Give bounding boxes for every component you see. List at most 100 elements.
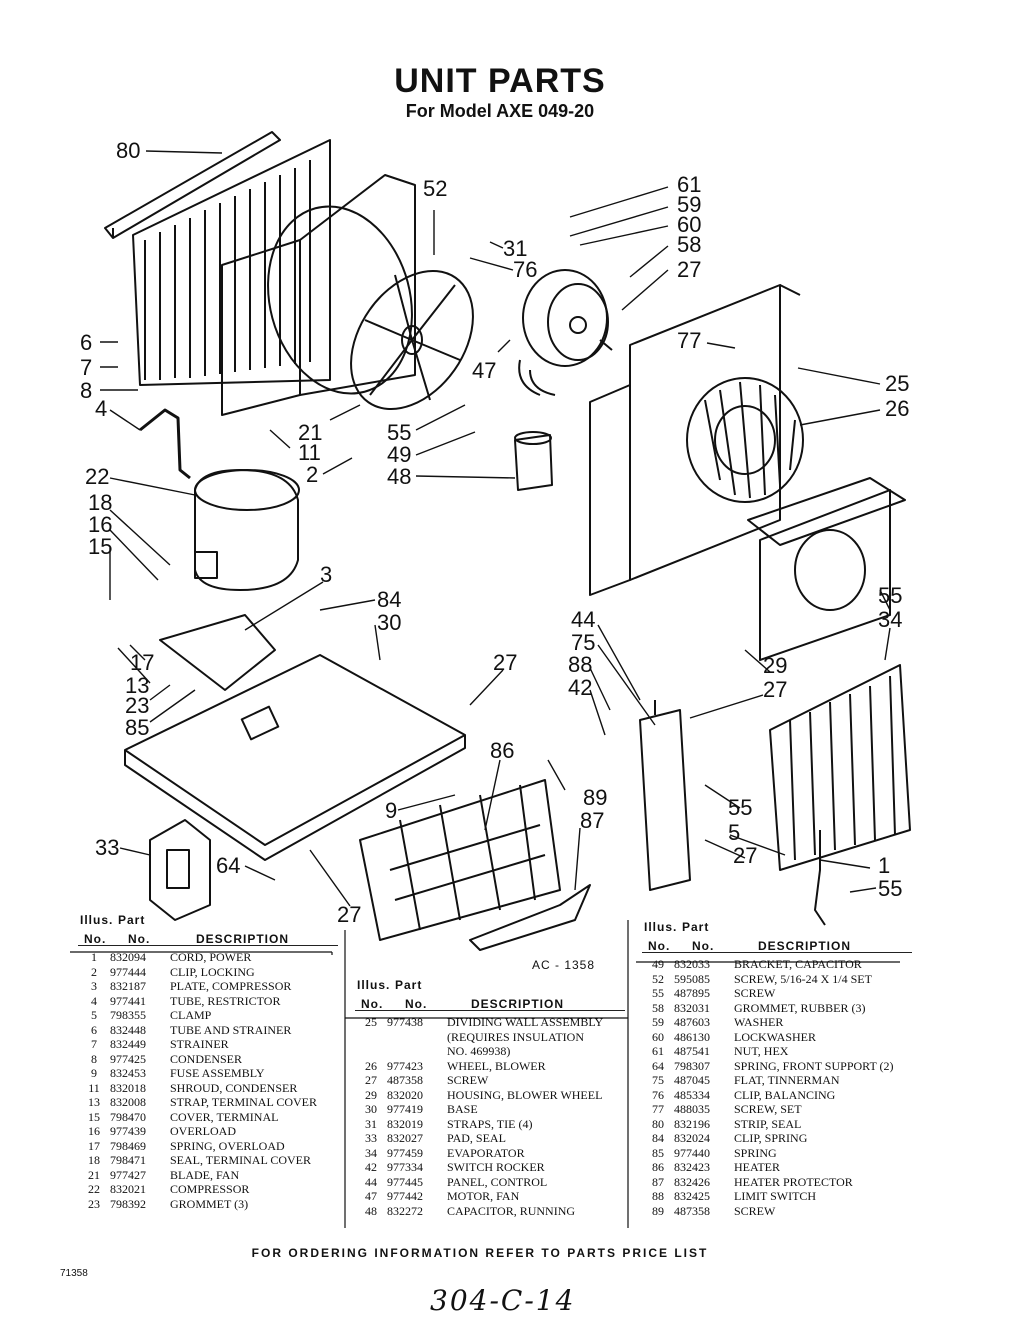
callout-label: 1 <box>878 853 890 878</box>
hdr-part: Part <box>118 913 146 927</box>
illus-no: 49 <box>652 957 664 971</box>
part-no: 488035 <box>674 1102 710 1116</box>
part-no: 798307 <box>674 1058 710 1073</box>
description: CLAMP <box>170 1008 212 1022</box>
part-no: 487045 <box>674 1073 710 1087</box>
description: NO. 469938) <box>447 1044 511 1058</box>
illus-no: 29 <box>365 1087 377 1102</box>
part-no: 832449 <box>110 1037 146 1051</box>
hdr-part: Part <box>682 920 710 934</box>
part-no: 832019 <box>387 1116 423 1131</box>
callout-label: 75 <box>571 630 595 655</box>
callout-label: 27 <box>763 677 787 702</box>
part-no: 977334 <box>387 1160 423 1174</box>
illus-no: 9 <box>91 1066 97 1080</box>
illus-no: 47 <box>365 1189 377 1203</box>
condenser-part <box>132 139 331 386</box>
description: CONDENSER <box>170 1051 243 1066</box>
illus-no: 6 <box>91 1022 97 1037</box>
part-no: 977459 <box>387 1145 423 1160</box>
part-no: 798355 <box>110 1008 146 1022</box>
illus-no: 15 <box>88 1109 100 1124</box>
illus-no: 86 <box>652 1160 664 1174</box>
illus-no: 60 <box>652 1029 664 1044</box>
illus-no: 64 <box>652 1058 664 1073</box>
evaporator-part <box>769 664 911 871</box>
base-part <box>124 654 466 861</box>
part-no: 977425 <box>110 1051 146 1066</box>
illus-no: 61 <box>652 1044 664 1058</box>
part-no: 487358 <box>387 1073 423 1087</box>
callout-label: 16 <box>88 512 112 537</box>
hdr-description: DESCRIPTION <box>471 997 565 1011</box>
illus-no: 27 <box>365 1073 377 1087</box>
illus-no: 89 <box>652 1203 664 1218</box>
description: CLIP, LOCKING <box>170 964 255 979</box>
document-number: 71358 <box>60 1268 88 1279</box>
description: GROMMET, RUBBER (3) <box>734 1000 866 1015</box>
callout-label: 58 <box>677 232 701 257</box>
illus-no: 21 <box>88 1167 100 1182</box>
part-no: 487603 <box>674 1015 710 1029</box>
description: SCREW <box>447 1073 489 1087</box>
callout-label: 30 <box>377 610 401 635</box>
hdr-description: DESCRIPTION <box>196 932 290 946</box>
callout-label: 87 <box>580 808 604 833</box>
description: LIMIT SWITCH <box>734 1189 817 1203</box>
callout-label: 22 <box>85 464 109 489</box>
capacitor-part <box>514 431 553 491</box>
control-panel-part <box>639 700 691 891</box>
description: SPRING, FRONT SUPPORT (2) <box>734 1058 894 1073</box>
callout-label: 7 <box>80 355 92 380</box>
description: COMPRESSOR <box>170 1182 250 1196</box>
callout-label: 86 <box>490 738 514 763</box>
illus-no: 75 <box>652 1073 664 1087</box>
description: MOTOR, FAN <box>447 1189 520 1203</box>
part-no: 832425 <box>674 1189 710 1203</box>
callout-label: 21 <box>298 420 322 445</box>
callout-label: 34 <box>878 607 902 632</box>
diagram-code: AC - 1358 <box>532 958 596 972</box>
illus-no: 42 <box>365 1160 377 1174</box>
callout-label: 27 <box>677 257 701 282</box>
part-no: 977423 <box>387 1058 423 1073</box>
hdr-part: Part <box>395 978 423 992</box>
fan-blade-part <box>350 269 474 411</box>
callout-label: 61 <box>677 172 701 197</box>
part-no: 798470 <box>110 1109 146 1124</box>
callout-label: 15 <box>88 534 112 559</box>
description: CORD, POWER <box>170 950 252 964</box>
callout-label: 17 <box>130 650 154 675</box>
callout-label: 25 <box>885 371 909 396</box>
illus-no: 52 <box>652 971 664 986</box>
description: SCREW, 5/16-24 x 1/4 SET <box>734 971 872 986</box>
illus-no: 77 <box>652 1102 664 1116</box>
callout-label: 13 <box>125 673 149 698</box>
part-no: 977442 <box>387 1189 423 1203</box>
callout-label: 55 <box>387 420 411 445</box>
callout-label: 77 <box>677 328 701 353</box>
part-no: 832024 <box>674 1131 710 1145</box>
description: SCREW <box>734 986 776 1000</box>
hdr-no: No. <box>361 997 384 1011</box>
model-subtitle: For Model AXE 049-20 <box>405 101 595 121</box>
hdr-no: No. <box>84 932 107 946</box>
description: PANEL, CONTROL <box>447 1174 548 1189</box>
part-no: 977427 <box>110 1167 146 1182</box>
callout-label: 44 <box>571 607 595 632</box>
